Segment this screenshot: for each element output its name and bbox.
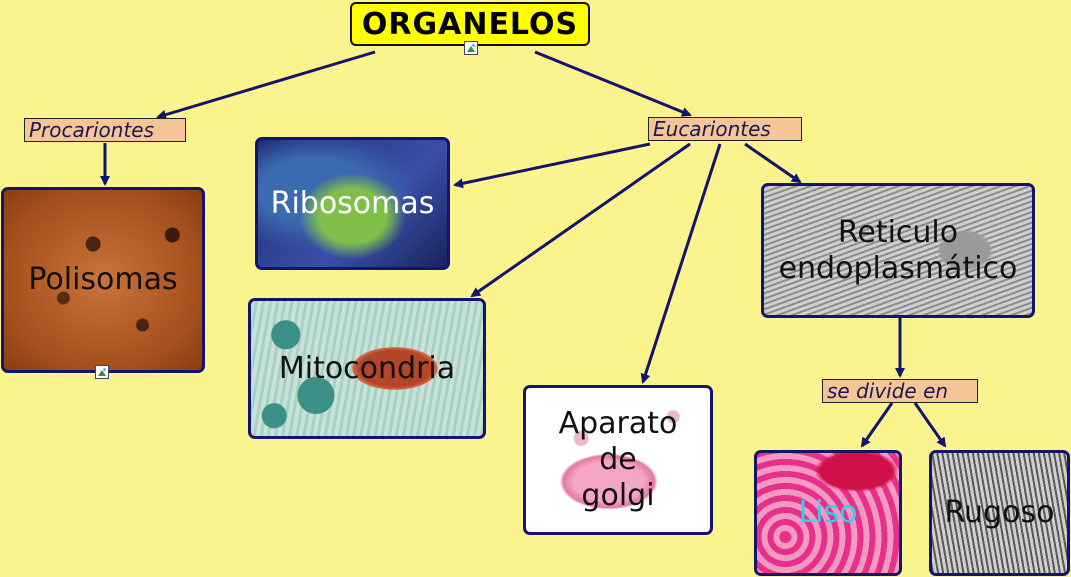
concept-reticulo-endoplasmatico[interactable]: Reticulo endoplasmático	[761, 183, 1035, 318]
concept-rugoso[interactable]: Rugoso	[929, 450, 1070, 576]
link-se-divide-en[interactable]: se divide en	[822, 379, 978, 403]
edge-eucariontes-reticulo	[744, 142, 802, 184]
concept-rugoso-label: Rugoso	[944, 495, 1055, 530]
aparato-line-3: golgi	[581, 478, 655, 513]
edge-eucariontes-aparato	[640, 143, 722, 384]
concept-reticulo-label: Reticulo endoplasmático	[779, 215, 1018, 287]
edge-se-divide-rugoso	[913, 402, 947, 448]
aparato-line-1: Aparato	[558, 406, 678, 441]
image-icon[interactable]	[95, 365, 109, 379]
reticulo-line-2: endoplasmático	[778, 250, 1018, 286]
link-eucariontes[interactable]: Eucariontes	[648, 117, 802, 141]
edge-eucariontes-mitocondria	[470, 142, 691, 298]
main-title-organelos[interactable]: ORGANELOS	[350, 2, 590, 46]
concept-liso[interactable]: Liso	[754, 450, 902, 576]
edge-se-divide-liso	[860, 402, 894, 448]
concept-ribosomas-label: Ribosomas	[270, 185, 435, 221]
edge-organelos-procariontes	[156, 50, 376, 120]
concept-mitocondria-label: Mitocondria	[278, 350, 456, 386]
main-title-text: ORGANELOS	[361, 6, 579, 42]
concept-ribosomas[interactable]: Ribosomas	[255, 137, 450, 270]
link-procariontes[interactable]: Procariontes	[24, 118, 186, 142]
concept-aparato-label: Aparato de golgi	[559, 406, 678, 514]
concept-mitocondria[interactable]: Mitocondria	[248, 298, 486, 439]
edge-organelos-eucariontes	[534, 50, 692, 117]
edge-eucariontes-ribosomas	[453, 142, 651, 189]
concept-liso-label: Liso	[798, 495, 858, 530]
aparato-line-2: de	[599, 442, 637, 477]
concept-polisomas-label: Polisomas	[28, 262, 178, 297]
reticulo-line-1: Reticulo	[837, 214, 959, 250]
concept-aparato-de-golgi[interactable]: Aparato de golgi	[523, 385, 713, 535]
concept-polisomas[interactable]: Polisomas	[1, 187, 205, 373]
image-icon[interactable]	[464, 41, 478, 55]
